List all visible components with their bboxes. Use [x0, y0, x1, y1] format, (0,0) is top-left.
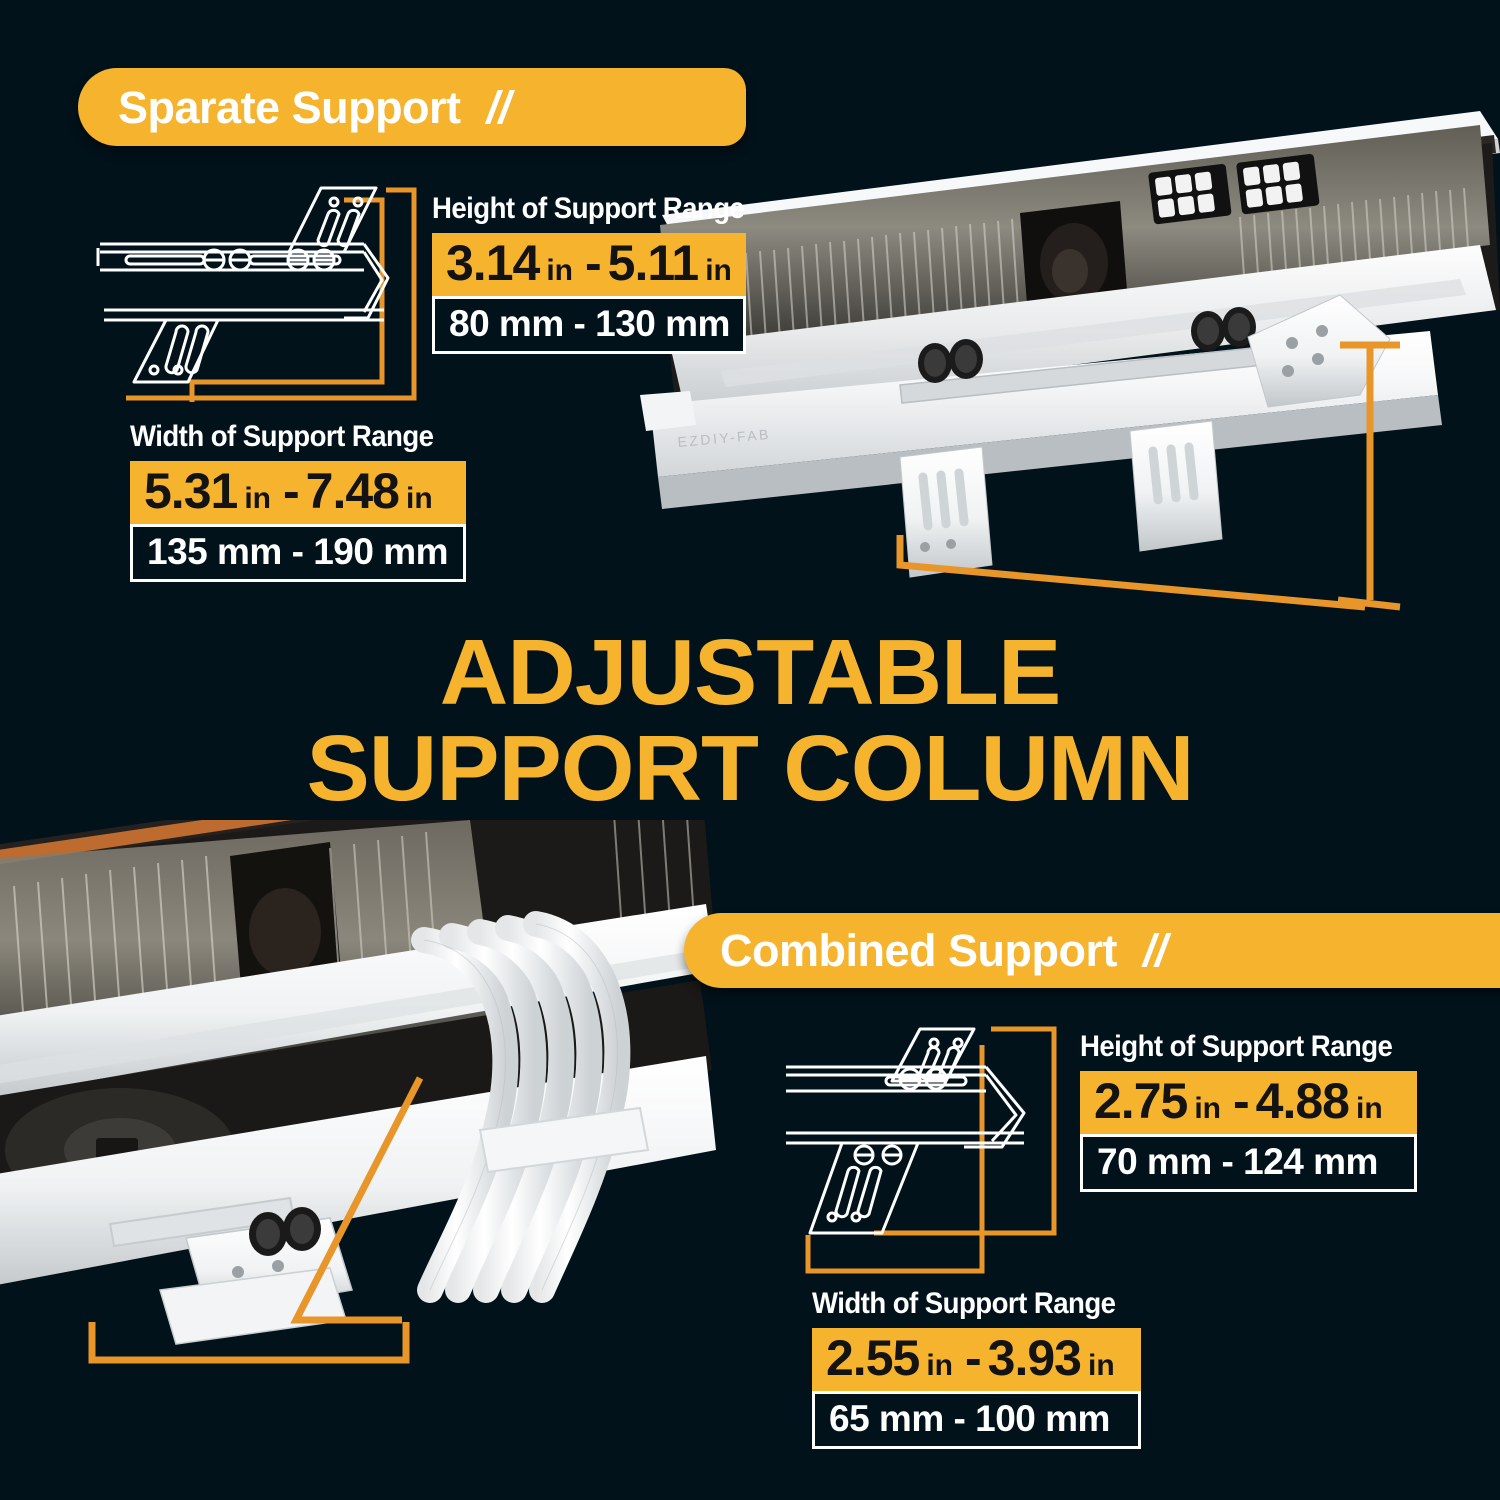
unit-min: in [1194, 1092, 1221, 1125]
range-dash: - [585, 235, 602, 291]
measurement-separate-width-metric: 135 mm - 190 mm [130, 524, 466, 582]
unit-min: in [546, 254, 573, 287]
banner-separate-slashes-icon: // [486, 81, 512, 133]
measurement-combined-height-imperial: 2.75 in - 4.88 in [1080, 1071, 1417, 1134]
measurement-separate-width: Width of Support Range 5.31 in - 7.48 in… [130, 420, 466, 582]
measurement-combined-height-title: Height of Support Range [1080, 1030, 1393, 1063]
page-title-line-1: ADJUSTABLE [439, 620, 1061, 724]
unit-max: in [405, 482, 433, 515]
value-min: 3.14 [446, 235, 540, 291]
dimension-lines-top [896, 341, 1401, 611]
measurement-separate-width-imperial: 5.31 in - 7.48 in [130, 461, 466, 524]
dimension-lines-bottom [88, 1076, 424, 1364]
value-max: 5.11 [607, 235, 700, 291]
bracket-wireframe-narrow-icon [782, 1015, 1086, 1295]
unit-max: in [705, 254, 732, 287]
banner-separate-support: Sparate Support // [78, 68, 746, 146]
bracket-wireframe-wide-icon [96, 170, 436, 425]
page-title-line-2: SUPPORT COLUMN [306, 715, 1195, 820]
thumbscrew-pair-left [918, 339, 983, 383]
unit-min: in [926, 1349, 953, 1382]
value-max: 3.93 [987, 1330, 1082, 1386]
unit-min: in [244, 482, 271, 515]
banner-combined-label: Combined Support [720, 925, 1117, 976]
range-dash: - [1233, 1073, 1250, 1129]
measurement-separate-height-title: Height of Support Range [432, 192, 745, 225]
measurement-combined-height: Height of Support Range 2.75 in - 4.88 i… [1080, 1030, 1420, 1192]
measurement-separate-height: Height of Support Range 3.14 in - 5.11 i… [432, 192, 772, 354]
unit-max: in [1087, 1349, 1115, 1382]
page-title: ADJUSTABLE SUPPORT COLUMN [0, 620, 1500, 820]
banner-separate-label: Sparate Support [118, 81, 461, 133]
value-max: 7.48 [305, 463, 400, 519]
thumbscrew-pair-bottom [249, 1207, 321, 1256]
banner-combined-slashes-icon: // [1142, 925, 1168, 976]
measurement-separate-height-imperial: 3.14 in - 5.11 in [432, 233, 746, 296]
measurement-combined-height-metric: 70 mm - 124 mm [1080, 1134, 1417, 1192]
range-dash: - [283, 463, 300, 519]
banner-combined-support: Combined Support // [684, 913, 1500, 988]
measurement-separate-height-metric: 80 mm - 130 mm [432, 296, 746, 354]
gpu-with-separate-support-photo: EZDIY-FAB [600, 95, 1500, 625]
unit-max: in [1355, 1092, 1383, 1125]
measurement-combined-width-metric: 65 mm - 100 mm [812, 1391, 1141, 1449]
measurement-combined-width-title: Width of Support Range [812, 1287, 1116, 1320]
value-max: 4.88 [1255, 1073, 1350, 1129]
measurement-combined-width-imperial: 2.55 in - 3.93 in [812, 1328, 1141, 1391]
value-min: 5.31 [144, 463, 238, 519]
gpu-with-combined-support-photo [0, 820, 720, 1420]
value-min: 2.75 [1094, 1073, 1188, 1129]
value-min: 2.55 [826, 1330, 920, 1386]
measurement-separate-width-title: Width of Support Range [130, 420, 434, 453]
range-dash: - [965, 1330, 982, 1386]
measurement-combined-width: Width of Support Range 2.55 in - 3.93 in… [812, 1287, 1142, 1449]
